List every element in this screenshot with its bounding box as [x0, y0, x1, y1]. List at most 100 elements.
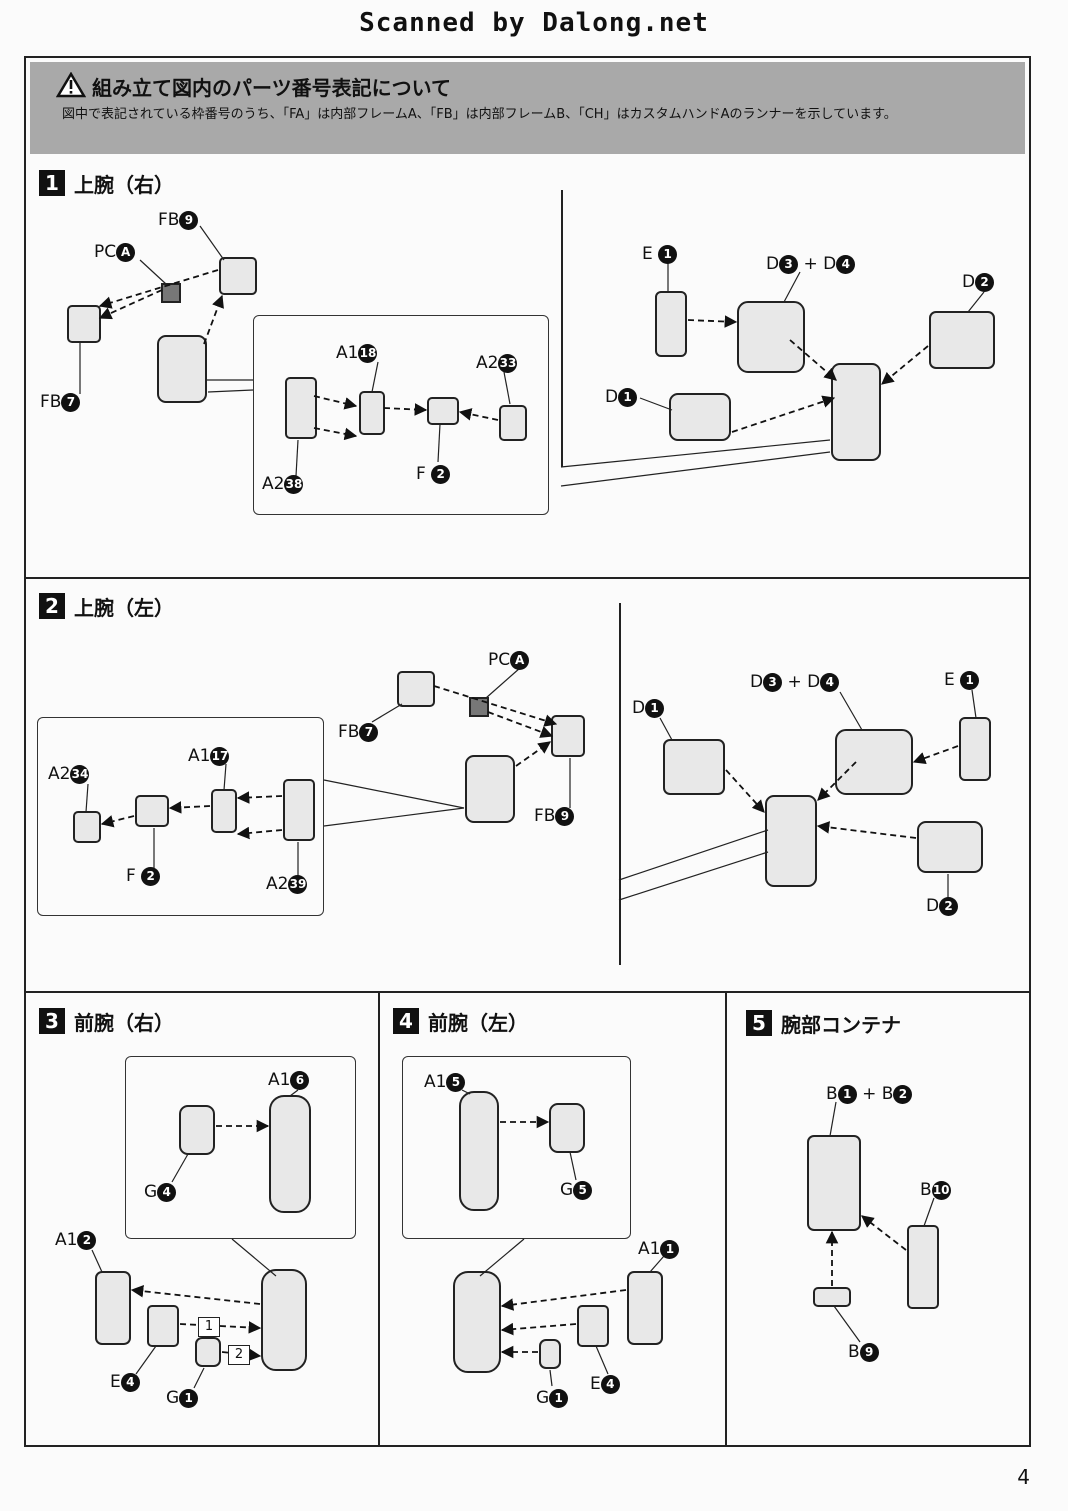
- page-number: 4: [1017, 1465, 1030, 1489]
- part-d3d4: [835, 729, 913, 795]
- part-g5: [549, 1103, 585, 1153]
- notice-title: 組み立て図内のパーツ番号表記について: [92, 76, 451, 100]
- step-number: 5: [746, 1010, 772, 1036]
- part-d2: [929, 311, 995, 369]
- part-b10: [907, 1225, 939, 1309]
- section-divider: [24, 991, 1031, 993]
- part-label-e1: E 1: [944, 670, 980, 690]
- part-d1: [663, 739, 725, 795]
- part-a234: [73, 811, 101, 843]
- part-g4: [179, 1105, 215, 1155]
- part-g1: [195, 1337, 221, 1367]
- part-label-a238: A238: [262, 474, 304, 494]
- step-title: 前腕（右）: [74, 1011, 174, 1035]
- instruction-frame: [24, 56, 1031, 1447]
- part-a117: [211, 789, 237, 833]
- detail-box: [253, 315, 549, 515]
- part-a12: [95, 1271, 131, 1345]
- part-a239: [283, 779, 315, 841]
- part-d3d4: [737, 301, 805, 373]
- part-d1: [669, 393, 731, 441]
- assembly-order-2: 2: [228, 1343, 250, 1365]
- notice-text: 図中で表記されている枠番号のうち、「FA」は内部フレームA、「FB」は内部フレー…: [62, 107, 897, 122]
- part-forearm: [453, 1271, 501, 1373]
- part-e1: [655, 291, 687, 357]
- part-upper-arm-assembly: [831, 363, 881, 461]
- part-a238: [285, 377, 317, 439]
- part-b9: [813, 1287, 851, 1307]
- part-label-a118: A118: [336, 343, 378, 363]
- part-a233: [499, 405, 527, 441]
- detail-box: [37, 717, 324, 916]
- step-number: 2: [39, 593, 65, 619]
- part-d2: [917, 821, 983, 873]
- step-number: 1: [39, 170, 65, 196]
- part-f2: [427, 397, 459, 425]
- step-title: 腕部コンテナ: [781, 1013, 901, 1037]
- sub-divider: [619, 603, 621, 965]
- part-a16: [269, 1095, 311, 1213]
- part-label-b10: B10: [920, 1180, 951, 1200]
- section-divider: [378, 991, 380, 1447]
- part-fb7: [67, 305, 101, 343]
- step-number: 3: [39, 1008, 65, 1034]
- detail-box: [402, 1056, 631, 1239]
- part-a15: [459, 1091, 499, 1211]
- step-title: 上腕（左）: [74, 596, 174, 620]
- part-f2: [135, 795, 169, 827]
- part-pca: [469, 697, 489, 717]
- part-label-f2: F 2: [126, 866, 161, 886]
- part-label-a233: A233: [476, 353, 518, 373]
- part-e4: [577, 1305, 609, 1347]
- part-label-a234: A234: [48, 764, 90, 784]
- step-title: 上腕（右）: [74, 173, 174, 197]
- detail-box: [125, 1056, 356, 1239]
- sub-divider: [561, 190, 563, 467]
- part-e1: [959, 717, 991, 781]
- step-number: 4: [393, 1008, 419, 1034]
- part-b1b2: [807, 1135, 861, 1231]
- assembly-order-1: 1: [198, 1315, 220, 1337]
- part-fb7: [397, 671, 435, 707]
- part-label-f2: F 2: [416, 464, 451, 484]
- part-label-e1: E 1: [642, 244, 678, 264]
- part-upper-arm: [157, 335, 207, 403]
- section-divider: [24, 577, 1031, 579]
- part-fb9: [219, 257, 257, 295]
- notice-banner: [30, 62, 1025, 154]
- part-a11: [627, 1271, 663, 1345]
- part-fb9: [551, 715, 585, 757]
- step-title: 前腕（左）: [428, 1011, 528, 1035]
- section-divider: [725, 991, 727, 1447]
- warning-icon: [56, 72, 86, 98]
- part-label-a239: A239: [266, 874, 308, 894]
- scan-credit: Scanned by Dalong.net: [359, 8, 709, 38]
- part-label-a117: A117: [188, 746, 230, 766]
- part-pca: [161, 283, 181, 303]
- part-forearm: [261, 1269, 307, 1371]
- part-upper-arm-assembly: [765, 795, 817, 887]
